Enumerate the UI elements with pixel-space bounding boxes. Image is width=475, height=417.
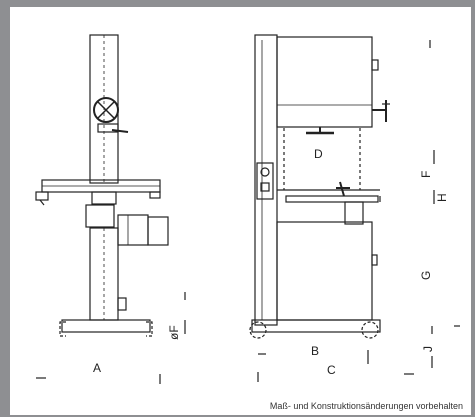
label-phiF: øF [167, 325, 181, 340]
front-column [254, 34, 278, 326]
front-table [285, 195, 379, 203]
label-B: B [311, 344, 319, 358]
bandsaw-technical-drawing: A øF D B C F H G J [35, 34, 460, 384]
upper-wheel-housing [276, 36, 373, 128]
label-A: A [93, 361, 101, 375]
motor [117, 214, 149, 246]
drawing-panel: A øF D B C F H G J Maß- und Konstruktion… [10, 7, 471, 415]
footnote: Maß- und Konstruktionsänderungen vorbeha… [269, 401, 463, 411]
label-F: F [419, 171, 433, 178]
front-base [251, 319, 381, 333]
side-view [35, 34, 186, 384]
label-C: C [327, 363, 336, 377]
side-base [61, 319, 151, 333]
label-G: G [419, 271, 433, 280]
tension-wheel [93, 97, 119, 123]
label-J: J [421, 346, 435, 352]
label-D: D [314, 147, 323, 161]
front-view [249, 34, 460, 382]
lower-cabinet [276, 221, 373, 321]
control-panel [256, 162, 274, 200]
label-H: H [435, 193, 449, 202]
fence-block [85, 204, 115, 228]
